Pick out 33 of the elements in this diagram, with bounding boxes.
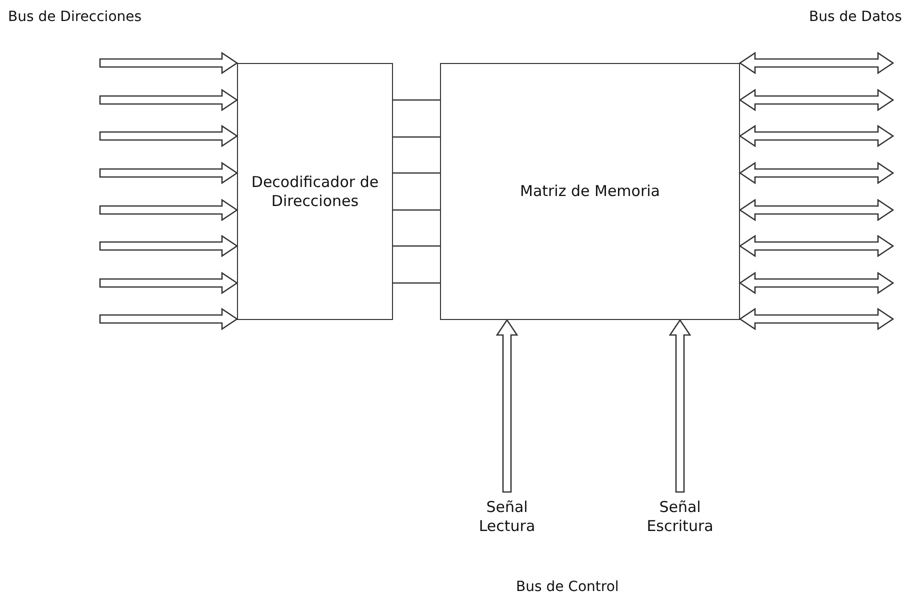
connector-line bbox=[393, 245, 440, 247]
double-arrow bbox=[738, 234, 894, 258]
node-label: Decodificador de Direcciones bbox=[250, 172, 380, 210]
hollow-arrow bbox=[99, 88, 238, 112]
double-arrow bbox=[738, 272, 894, 294]
hollow-arrow bbox=[99, 272, 238, 294]
connector-line bbox=[393, 209, 440, 211]
connector-line bbox=[393, 99, 440, 101]
connector-line bbox=[393, 282, 440, 284]
connector-line bbox=[393, 136, 440, 138]
hollow-arrow bbox=[99, 162, 238, 184]
hollow-arrow bbox=[99, 124, 238, 148]
double-arrow bbox=[738, 88, 894, 112]
double-arrow bbox=[738, 198, 894, 222]
connector-line bbox=[393, 172, 440, 174]
node-label: Señal Escritura bbox=[646, 498, 714, 536]
double-arrow bbox=[738, 308, 894, 330]
hollow-arrow bbox=[668, 318, 692, 493]
bus-label: Bus de Datos bbox=[809, 9, 902, 25]
hollow-arrow bbox=[496, 318, 518, 493]
block-box bbox=[440, 63, 740, 320]
double-arrow bbox=[738, 162, 894, 184]
hollow-arrow bbox=[99, 308, 238, 330]
double-arrow bbox=[738, 124, 894, 148]
hollow-arrow bbox=[99, 234, 238, 258]
hollow-arrow bbox=[99, 52, 238, 74]
bus-label: Bus de Direcciones bbox=[8, 9, 142, 25]
node-label: Señal Lectura bbox=[478, 498, 536, 536]
block-box bbox=[237, 63, 393, 320]
node-label: Matriz de Memoria bbox=[520, 182, 660, 201]
bus-label: Bus de Control bbox=[516, 579, 619, 595]
double-arrow bbox=[738, 52, 894, 74]
hollow-arrow bbox=[99, 198, 238, 222]
